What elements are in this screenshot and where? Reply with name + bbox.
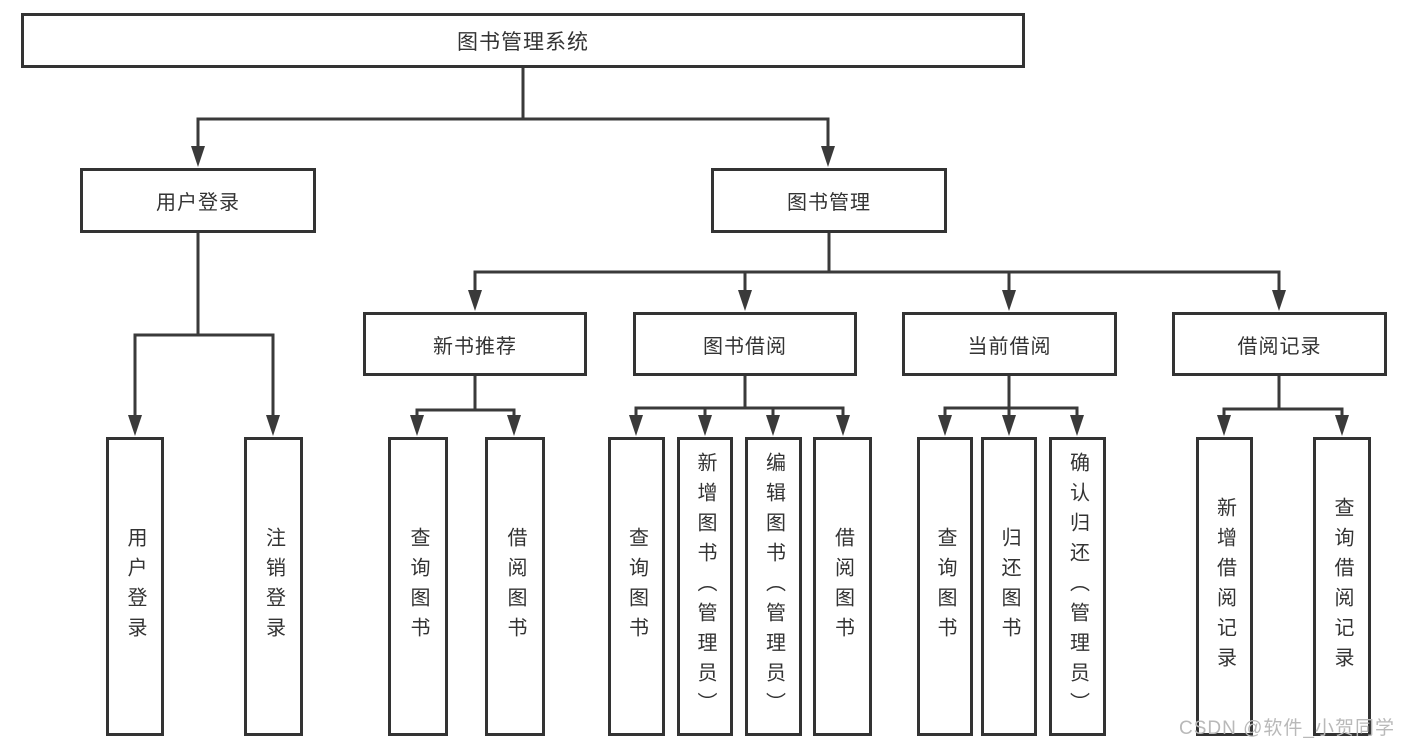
leaf-borrow-books-1: 借阅图书 xyxy=(485,437,545,736)
leaf-confirm-return-admin: 确认归还（管理员） xyxy=(1049,437,1106,736)
leaf-query-books-1: 查询图书 xyxy=(388,437,448,736)
arrowhead-icons xyxy=(128,146,1349,436)
leaf-query-books-3: 查询图书 xyxy=(917,437,973,736)
leaf-query-borrow-record: 查询借阅记录 xyxy=(1313,437,1371,736)
node-user-login: 用户登录 xyxy=(80,168,316,233)
node-current-borrow: 当前借阅 xyxy=(902,312,1117,376)
leaf-logout: 注销登录 xyxy=(244,437,303,736)
node-root-system: 图书管理系统 xyxy=(21,13,1025,68)
node-new-book-recommend: 新书推荐 xyxy=(363,312,587,376)
node-book-borrow: 图书借阅 xyxy=(633,312,857,376)
leaf-edit-books-admin: 编辑图书（管理员） xyxy=(745,437,802,736)
leaf-return-books: 归还图书 xyxy=(981,437,1037,736)
leaf-add-books-admin: 新增图书（管理员） xyxy=(677,437,733,736)
leaf-borrow-books-2: 借阅图书 xyxy=(813,437,872,736)
node-book-management: 图书管理 xyxy=(711,168,947,233)
node-borrow-records: 借阅记录 xyxy=(1172,312,1387,376)
leaf-add-borrow-record: 新增借阅记录 xyxy=(1196,437,1253,736)
leaf-query-books-2: 查询图书 xyxy=(608,437,665,736)
leaf-user-login: 用户登录 xyxy=(106,437,164,736)
